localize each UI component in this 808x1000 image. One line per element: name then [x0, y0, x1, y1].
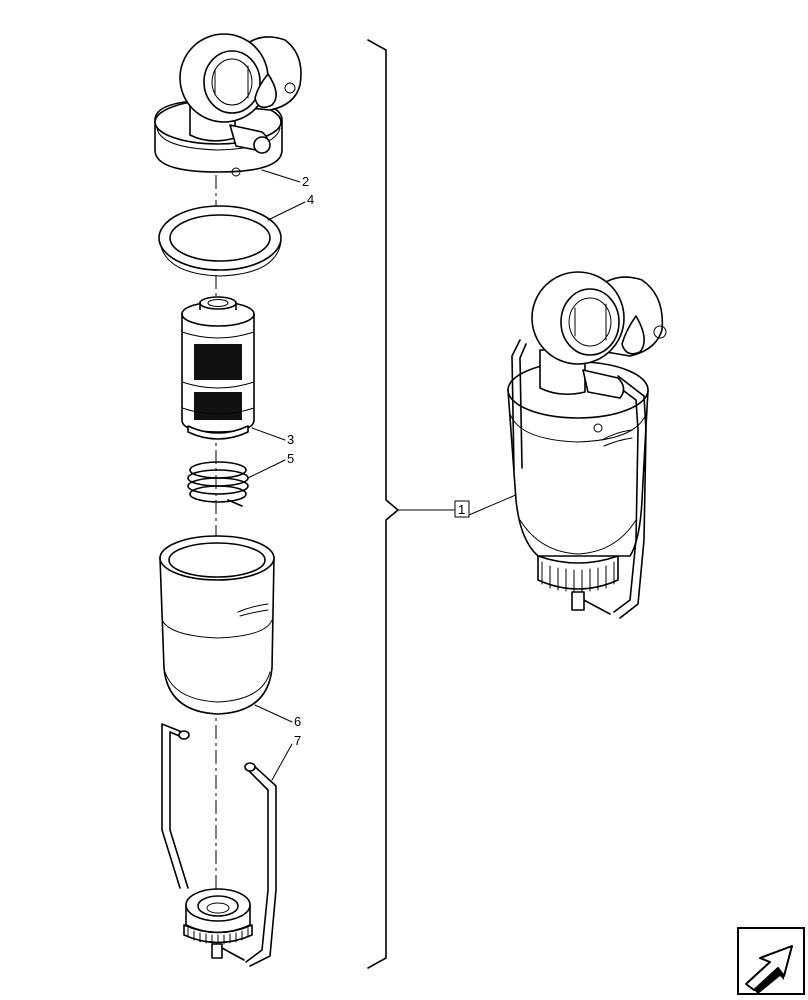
- callout-2: 2: [302, 174, 309, 189]
- callout-1: 1: [458, 502, 465, 517]
- leader-1-right: [468, 493, 519, 516]
- top-cover-part: [154, 33, 302, 177]
- callout-7: 7: [294, 733, 301, 748]
- callout-4: 4: [307, 192, 314, 207]
- assembled-filter-view: [507, 271, 667, 619]
- spring-part: [187, 461, 249, 507]
- callout-5: 5: [287, 451, 294, 466]
- callout-1-box: [454, 500, 470, 518]
- bowl-part: [159, 535, 275, 715]
- bracket-part: [161, 723, 277, 967]
- leader-6: [254, 704, 293, 723]
- leader-5: [247, 459, 286, 479]
- callout-6: 6: [294, 714, 301, 729]
- seal-ring-part: [158, 205, 282, 277]
- filter-element-part: [181, 296, 255, 440]
- arrow-icon: [737, 927, 805, 995]
- leader-4: [267, 201, 306, 221]
- leader-2: [261, 169, 301, 183]
- leader-7: [271, 743, 293, 781]
- assembly-brace: [367, 39, 399, 969]
- callout-3: 3: [287, 432, 294, 447]
- leader-3: [251, 427, 286, 441]
